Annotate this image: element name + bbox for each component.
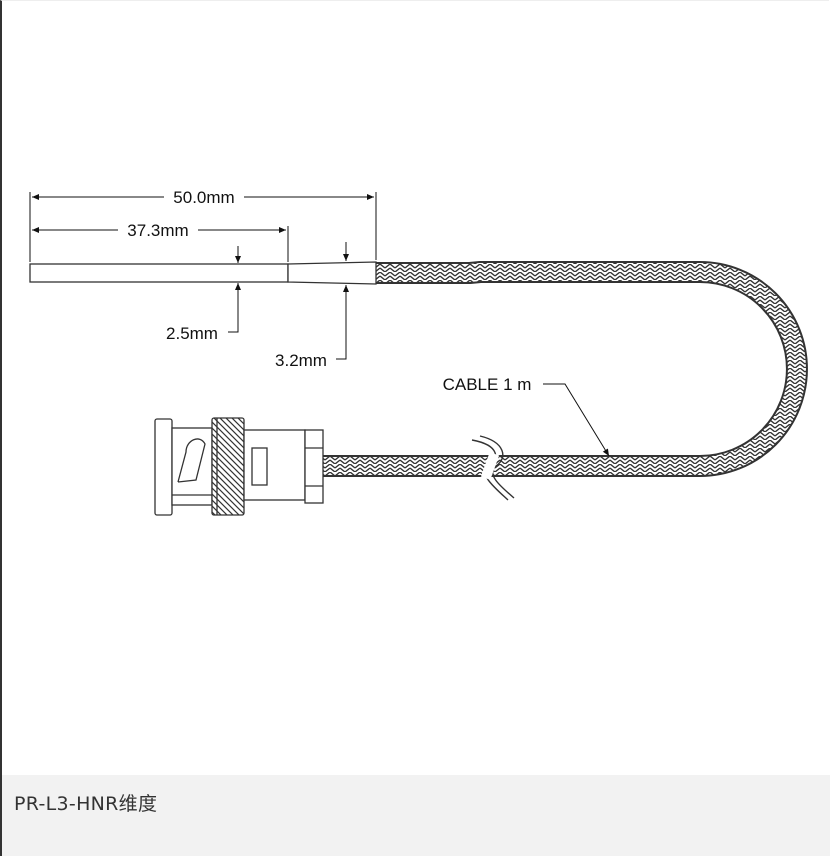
dim-total-length: 50.0mm xyxy=(173,188,234,207)
dim-tip-diameter: 2.5mm xyxy=(166,324,218,343)
probe-tip xyxy=(29,261,377,285)
probe-dimension-drawing: 50.0mm 37.3mm 2.5mm 3.2mm CABLE 1 m xyxy=(29,188,808,516)
caption-bar: PR-L3-HNR维度 xyxy=(2,775,830,856)
dim-body-diameter: 3.2mm xyxy=(275,351,327,370)
bnc-connector xyxy=(154,417,324,516)
braided-cable xyxy=(323,261,808,501)
dim-tip-length: 37.3mm xyxy=(127,221,188,240)
cable-length-label: CABLE 1 m xyxy=(443,375,532,394)
caption-text: PR-L3-HNR维度 xyxy=(14,793,158,815)
